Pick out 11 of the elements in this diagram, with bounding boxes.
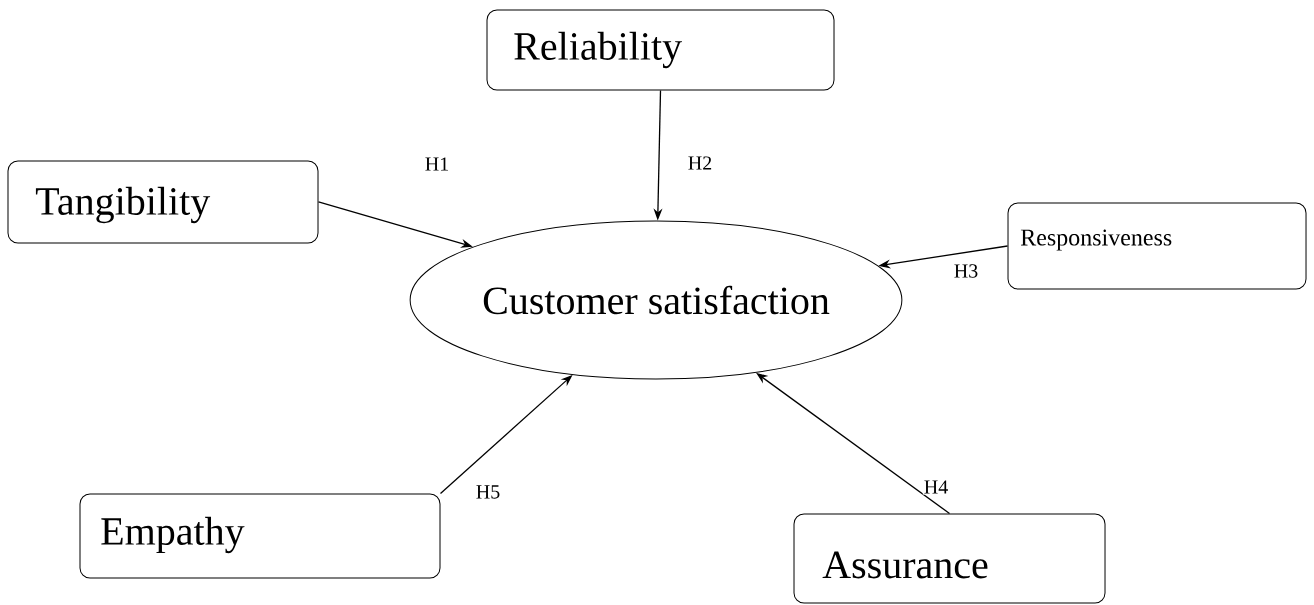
edge-label: H2	[686, 155, 714, 171]
concept-box: Assurance	[793, 513, 1106, 604]
concept-box: Tangibility	[7, 160, 319, 244]
edge-label: H4	[922, 479, 950, 495]
concept-box: Responsiveness	[1007, 202, 1307, 290]
edge-label: H3	[952, 263, 980, 279]
edge-label: H5	[474, 484, 502, 500]
concept-box: Reliability	[486, 9, 835, 91]
concept-box: Empathy	[79, 493, 441, 579]
edge-label: H1	[423, 156, 451, 172]
ellipse-node: Customer satisfaction	[409, 220, 903, 380]
